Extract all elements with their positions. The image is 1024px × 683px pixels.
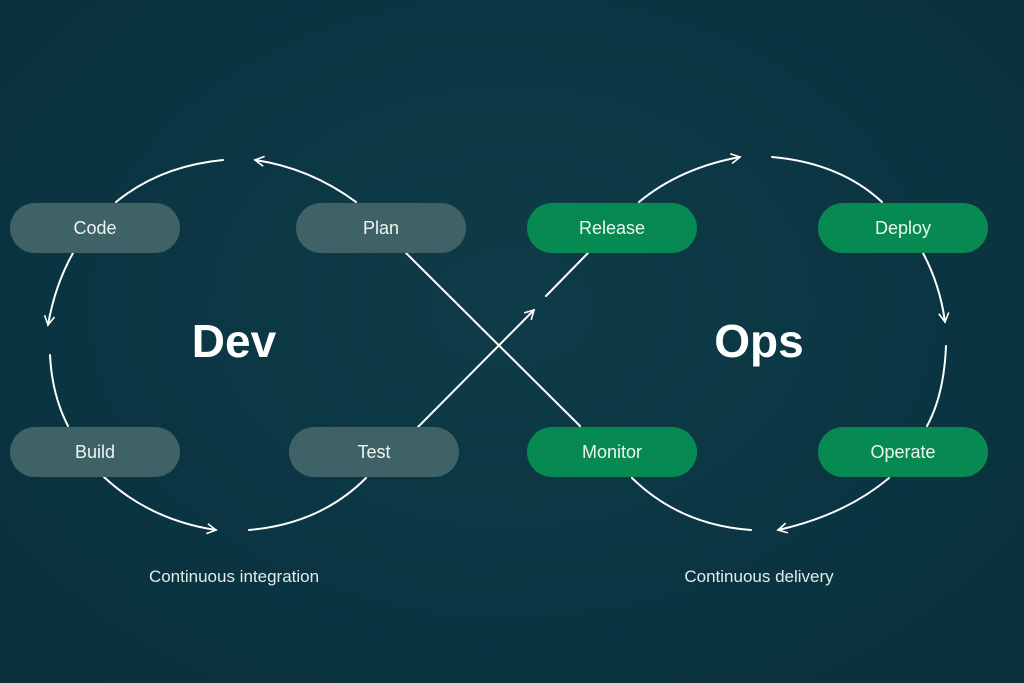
stage-label: Code: [73, 217, 117, 238]
arrow-deploy-to-operate: [922, 252, 950, 324]
arrow-build-to-test: [103, 476, 218, 535]
stage-release[interactable]: Release: [527, 203, 697, 253]
caption-continuous-integration: Continuous integration: [148, 567, 320, 586]
arc-build-left: [49, 354, 69, 427]
arc-operate-right: [926, 345, 947, 427]
stage-label: Test: [357, 441, 391, 462]
line-test-to-release: [417, 308, 536, 428]
stage-label: Operate: [870, 441, 936, 462]
ops-title: Ops: [714, 315, 804, 367]
arrow-operate-to-monitor: [776, 477, 890, 534]
line-plan-to-monitor: [405, 252, 581, 427]
stage-operate[interactable]: Operate: [818, 427, 988, 477]
stage-label: Release: [578, 217, 646, 238]
stage-monitor[interactable]: Monitor: [527, 427, 697, 477]
arc-code-top: [115, 159, 224, 203]
stage-label: Build: [74, 441, 116, 462]
stage-label: Deploy: [874, 217, 932, 238]
arc-monitor-bottom: [631, 477, 752, 531]
stage-build[interactable]: Build: [10, 427, 180, 477]
stage-test[interactable]: Test: [289, 427, 459, 477]
arrow-plan-to-code-top: [253, 155, 357, 203]
stage-code[interactable]: Code: [10, 203, 180, 253]
stage-label: Plan: [362, 217, 400, 238]
arc-test-bottom: [248, 477, 367, 531]
stage-plan[interactable]: Plan: [296, 203, 466, 253]
arrow-code-to-build: [43, 252, 74, 327]
line-test-to-release-upper: [545, 252, 589, 297]
arc-deploy-top: [771, 156, 883, 203]
stage-label: Monitor: [581, 441, 643, 462]
stage-deploy[interactable]: Deploy: [818, 203, 988, 253]
arrow-release-to-deploy: [638, 152, 742, 203]
dev-title: Dev: [191, 315, 277, 367]
caption-continuous-delivery: Continuous delivery: [684, 567, 834, 586]
